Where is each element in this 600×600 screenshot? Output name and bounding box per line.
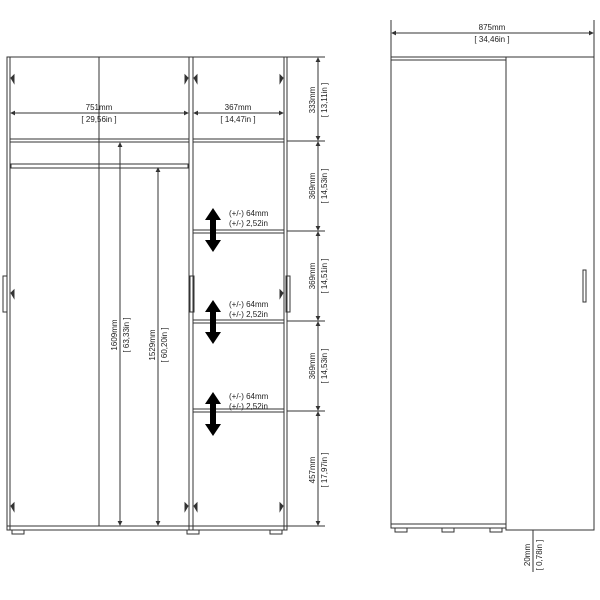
door-handle-left bbox=[2, 275, 8, 313]
foot bbox=[11, 529, 25, 535]
double-arrow-icon bbox=[205, 208, 221, 252]
hinge-icon bbox=[193, 501, 198, 513]
hinge-icon bbox=[279, 288, 284, 300]
hinge-icon bbox=[184, 501, 189, 513]
shelf-height-in: [ 14,53in ] bbox=[320, 348, 329, 383]
hinge-icon bbox=[10, 73, 15, 85]
foot bbox=[186, 529, 200, 535]
shelf-height-in: [ 17,97in ] bbox=[320, 452, 329, 487]
shelf-height-mm: 369mm bbox=[308, 262, 317, 289]
side-handle bbox=[582, 269, 587, 303]
right-width-mm: 367mm bbox=[225, 103, 252, 112]
hinge-icon bbox=[279, 501, 284, 513]
right-width-in: [ 14,47in ] bbox=[220, 115, 255, 124]
shelf-height-mm: 369mm bbox=[308, 172, 317, 199]
door-height-in: [ 63,33in ] bbox=[122, 317, 131, 352]
adjust-in: (+/-) 2,52in bbox=[229, 219, 268, 228]
side-view bbox=[390, 20, 595, 572]
double-arrow-icon bbox=[205, 392, 221, 436]
door-handle-right bbox=[285, 275, 291, 313]
depth-in: [ 34,46in ] bbox=[474, 35, 509, 44]
hinge-icon bbox=[193, 73, 198, 85]
hanging-height-mm: 1529mm bbox=[148, 329, 157, 360]
hanging-rail bbox=[10, 163, 189, 169]
adjust-in: (+/-) 2,52in bbox=[229, 402, 268, 411]
shelf-height-in: [ 14,53in ] bbox=[320, 168, 329, 203]
hinge-icon bbox=[10, 288, 15, 300]
depth-mm: 875mm bbox=[479, 23, 506, 32]
double-arrow-icon bbox=[205, 300, 221, 344]
hinge-icon bbox=[10, 501, 15, 513]
hinge-icon bbox=[184, 73, 189, 85]
front-view bbox=[2, 56, 325, 535]
shelf-height-in: [ 13,11in ] bbox=[320, 83, 329, 118]
shelf-height-mm: 457mm bbox=[308, 456, 317, 483]
foot-height-in: [ 0,78in ] bbox=[535, 540, 544, 571]
shelf-height-mm: 369mm bbox=[308, 352, 317, 379]
carcass-outline bbox=[6, 56, 288, 531]
side-panel-back bbox=[390, 56, 507, 529]
hinge-icon bbox=[279, 73, 284, 85]
foot bbox=[441, 527, 455, 533]
foot bbox=[489, 527, 503, 533]
hanging-height-in: [ 60,20in ] bbox=[160, 327, 169, 362]
left-width-mm: 751mm bbox=[86, 103, 113, 112]
side-panel-front bbox=[505, 56, 595, 531]
foot bbox=[394, 527, 408, 533]
shelf-height-in: [ 14,51in ] bbox=[320, 258, 329, 293]
adjust-arrows bbox=[205, 208, 221, 436]
foot bbox=[269, 529, 283, 535]
door-height-mm: 1609mm bbox=[110, 319, 119, 350]
left-width-in: [ 29,56in ] bbox=[81, 115, 116, 124]
adjust-mm: (+/-) 64mm bbox=[229, 392, 269, 401]
adjust-in: (+/-) 2,52in bbox=[229, 310, 268, 319]
door-handle-middle bbox=[189, 275, 195, 313]
foot-height-mm: 20mm bbox=[523, 544, 532, 567]
adjust-mm: (+/-) 64mm bbox=[229, 209, 269, 218]
adjust-mm: (+/-) 64mm bbox=[229, 300, 269, 309]
shelf-height-mm: 333mm bbox=[308, 86, 317, 113]
